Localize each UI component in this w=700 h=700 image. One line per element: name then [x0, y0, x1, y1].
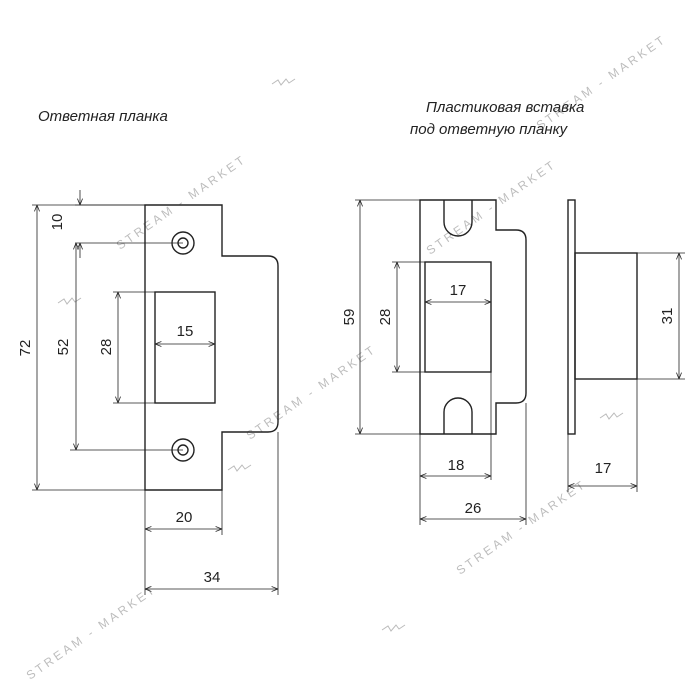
- dim-insert-slot-height: 28: [377, 261, 425, 373]
- dim-strike-total-height: 72: [17, 204, 145, 491]
- watermark-squiggle: [381, 624, 406, 632]
- dim-insert-side-height: 31: [637, 252, 685, 380]
- watermark-text: STREAM - MARKET: [244, 342, 380, 443]
- watermark-text: STREAM - MARKET: [454, 477, 590, 578]
- watermark-text: STREAM - MARKET: [24, 582, 160, 683]
- dim-insert-height: 59: [341, 199, 420, 435]
- dim-label-52: 52: [55, 339, 72, 356]
- dim-label-15: 15: [177, 323, 194, 340]
- dim-strike-total-width: 34: [145, 432, 279, 595]
- plastic-insert-side: [567, 199, 638, 435]
- dim-label-10: 10: [49, 214, 66, 231]
- watermark-squiggle: [57, 297, 82, 305]
- dim-strike-hole-spacing: 52: [55, 243, 183, 451]
- dim-label-28-strike: 28: [98, 339, 115, 356]
- strike-plate: [144, 204, 279, 491]
- strike-plate-outline: [144, 204, 279, 491]
- insert-side-body: [574, 252, 638, 380]
- dim-label-17-slot: 17: [450, 282, 467, 299]
- dim-insert-total-width: 26: [420, 403, 527, 525]
- dim-label-17-depth: 17: [595, 460, 612, 477]
- watermark-text: STREAM - MARKET: [114, 152, 250, 253]
- strike-plate-slot: [154, 291, 216, 404]
- insert-notch-bottom: [443, 397, 473, 434]
- dim-strike-face-width: 20: [144, 490, 223, 595]
- dim-strike-slot-height: 28: [98, 291, 155, 404]
- watermark-text: STREAM - MARKET: [534, 32, 670, 133]
- dim-insert-slot-width: 17: [425, 282, 491, 302]
- insert-notch-top: [443, 200, 473, 237]
- dim-label-59: 59: [341, 309, 358, 326]
- dim-insert-depth: 17: [567, 379, 638, 492]
- dim-strike-slot-width: 15: [155, 323, 215, 344]
- watermark-squiggle: [227, 464, 252, 472]
- watermark-group: STREAM - MARKET STREAM - MARKET STREAM -…: [24, 32, 670, 683]
- dim-strike-top-to-hole: 10: [49, 190, 183, 258]
- insert-side-flange: [567, 199, 576, 435]
- watermark-squiggle: [599, 412, 624, 420]
- dim-label-26: 26: [465, 500, 482, 517]
- insert-title-line1: Пластиковая вставка: [426, 99, 584, 116]
- dim-label-34: 34: [204, 569, 221, 586]
- dim-label-20: 20: [176, 509, 193, 526]
- strike-plate-title: Ответная планка: [38, 108, 168, 125]
- insert-slot: [424, 261, 492, 373]
- dim-label-18: 18: [448, 457, 465, 474]
- insert-title-line2: под ответную планку: [410, 121, 569, 138]
- dim-label-31: 31: [659, 308, 676, 325]
- insert-front-outline: [419, 199, 527, 435]
- watermark-squiggle: [271, 78, 296, 86]
- plastic-insert-front: [419, 199, 527, 435]
- dim-label-72: 72: [17, 340, 34, 357]
- dim-label-28-insert: 28: [377, 309, 394, 326]
- dim-insert-inner-width: 18: [419, 372, 492, 525]
